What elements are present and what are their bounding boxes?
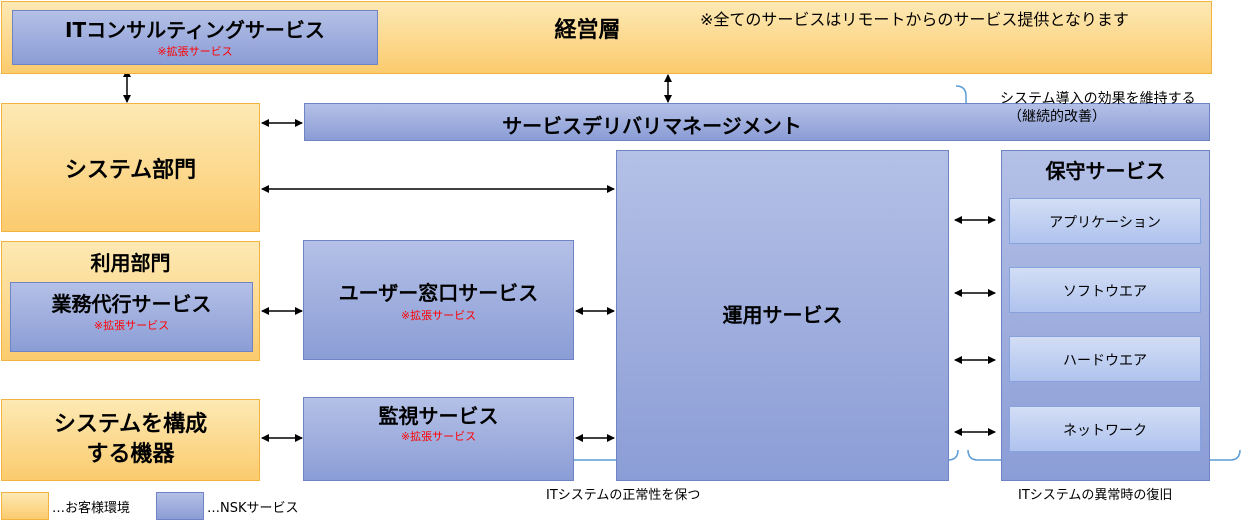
legend-nsk-swatch (156, 492, 204, 520)
monitoring-title: 監視サービス (378, 404, 499, 428)
maintenance-item-network: ネットワーク (1009, 406, 1201, 452)
operations-title: 運用サービス (722, 303, 843, 327)
devices-line1: システムを構成 (53, 412, 208, 437)
legend-customer-swatch (1, 492, 49, 520)
user-desk-box: ユーザー窓口サービス ※拡張サービス (303, 240, 574, 360)
sdm-note-line2: （継続的改善） (1008, 109, 1106, 125)
service-delivery-box: サービスデリバリマネージメント (304, 103, 1210, 141)
maintenance-item-software: ソフトウエア (1009, 267, 1201, 313)
operations-box: 運用サービス (616, 150, 949, 481)
service-delivery-title: サービスデリバリマネージメント (502, 114, 802, 138)
monitoring-tag: ※拡張サービス (400, 430, 477, 443)
it-consulting-title: ITコンサルティングサービス (65, 18, 325, 42)
devices-line2: する機器 (86, 442, 175, 467)
maintenance-item-label: アプリケーション (1049, 215, 1161, 231)
maintenance-item-application: アプリケーション (1009, 198, 1201, 244)
it-consulting-tag: ※拡張サービス (157, 45, 233, 58)
maintenance-item-label: ハードウエア (1063, 353, 1147, 369)
user-dept-title: 利用部門 (90, 251, 171, 275)
bpo-box: 業務代行サービス ※拡張サービス (10, 282, 253, 352)
bpo-tag: ※拡張サービス (93, 319, 170, 332)
maintenance-item-hardware: ハードウエア (1009, 336, 1201, 382)
caption-recovery: ITシステムの異常時の復旧 (1018, 488, 1173, 503)
bpo-title: 業務代行サービス (51, 292, 212, 316)
it-consulting-box: ITコンサルティングサービス ※拡張サービス (12, 10, 378, 65)
user-desk-title: ユーザー窓口サービス (338, 281, 539, 305)
legend-customer-label: …お客様環境 (52, 501, 131, 516)
user-desk-tag: ※拡張サービス (400, 309, 477, 322)
maintenance-title: 保守サービス (1045, 159, 1166, 183)
sdm-note-line1: システム導入の効果を維持する (1000, 91, 1196, 107)
remote-note: ※全てのサービスはリモートからのサービス提供となります (700, 10, 1129, 29)
maintenance-item-label: ソフトウエア (1063, 284, 1147, 300)
maintenance-item-label: ネットワーク (1063, 423, 1147, 439)
caption-normal: ITシステムの正常性を保つ (546, 488, 701, 503)
top-management-title: 経営層 (554, 18, 621, 43)
devices-box: システムを構成 する機器 (1, 399, 260, 481)
system-dept-box: システム部門 (1, 103, 260, 232)
monitoring-box: 監視サービス ※拡張サービス (303, 397, 574, 481)
system-dept-title: システム部門 (64, 158, 197, 183)
legend-nsk-label: …NSKサービス (207, 501, 299, 516)
